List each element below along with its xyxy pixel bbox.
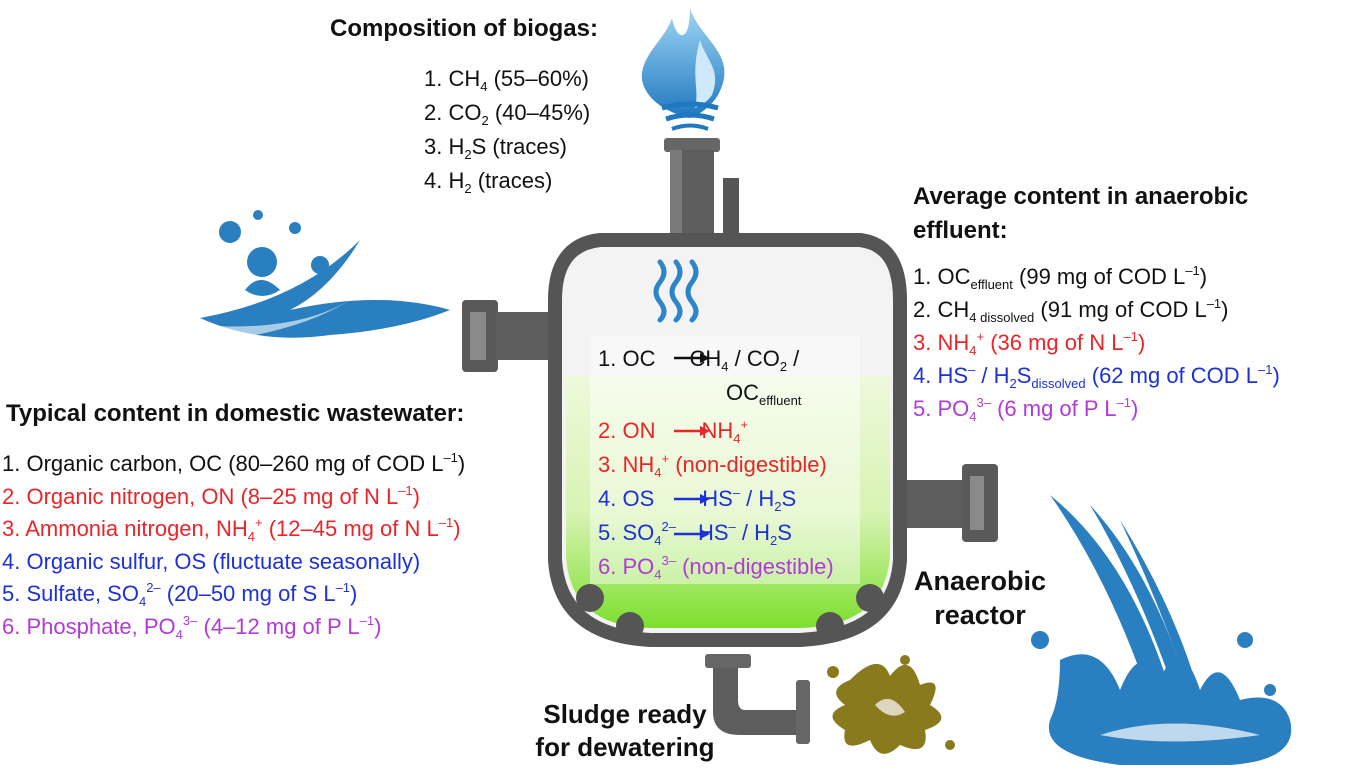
effluent-item: 1. OCeffluent (99 mg of COD L–1) <box>913 263 1208 292</box>
reactor-label: Anaerobic reactor <box>913 566 1047 630</box>
effluent-list: 1. OCeffluent (99 mg of COD L–1) 2. CH4 … <box>913 260 1280 425</box>
effluent-item: 4. HS– / H2Sdissolved (62 mg of COD L–1) <box>913 362 1280 391</box>
heat-waves-icon <box>653 259 699 323</box>
effluent-item: 5. PO43– (6 mg of P L–1) <box>913 395 1139 424</box>
wastewater-title: Typical content in domestic wastewater: <box>6 400 465 427</box>
water-splash-icon <box>200 210 450 338</box>
effluent-item: 2. CH4 dissolved (91 mg of COD L–1) <box>913 296 1229 325</box>
wastewater-item: 4. Organic sulfur, OS (fluctuate seasona… <box>2 548 421 574</box>
wastewater-list: 1. Organic carbon, OC (80–260 mg of COD … <box>2 448 465 643</box>
reactor-base <box>576 584 884 640</box>
reaction-panel <box>590 336 860 584</box>
wastewater-item: 5. Sulfate, SO42– (20–50 mg of S L–1) <box>2 580 358 609</box>
sludge-label: Sludge ready for dewatering <box>535 699 715 762</box>
wastewater-item: 6. Phosphate, PO43– (4–12 mg of P L–1) <box>2 612 382 642</box>
biogas-title: Composition of biogas: <box>330 15 598 42</box>
biogas-list: 1. CH4 (55–60%) 2. CO2 (40–45%) 3. H2S (… <box>424 62 590 198</box>
wastewater-item: 1. Organic carbon, OC (80–260 mg of COD … <box>2 450 466 476</box>
flame-icon <box>641 8 725 131</box>
reaction-item: 6. PO43– (non-digestible) <box>598 553 834 582</box>
reaction-item: 5. SO42–HS– / H2S <box>598 519 792 548</box>
reaction-item: 3. NH4+ (non-digestible) <box>598 451 827 480</box>
effluent-item: 3. NH4+ (36 mg of N L–1) <box>913 329 1146 358</box>
inlet-pipe <box>462 300 566 372</box>
biogas-item: 3. H2S (traces) <box>424 134 567 162</box>
wastewater-item: 3. Ammonia nitrogen, NH4+ (12–45 mg of N… <box>2 515 461 544</box>
biogas-item: 2. CO2 (40–45%) <box>424 100 591 128</box>
biogas-item: 1. CH4 (55–60%) <box>424 66 589 94</box>
effluent-title: Average content in anaerobic effluent: <box>913 183 1249 244</box>
wastewater-item: 2. Organic nitrogen, ON (8–25 mg of N L–… <box>2 482 420 509</box>
reactor-liquid <box>566 376 890 628</box>
water-fall-icon <box>1031 495 1292 765</box>
biogas-item: 4. H2 (traces) <box>424 168 553 196</box>
gas-outlet-pipe <box>664 138 720 242</box>
sludge-pipe <box>705 654 810 744</box>
